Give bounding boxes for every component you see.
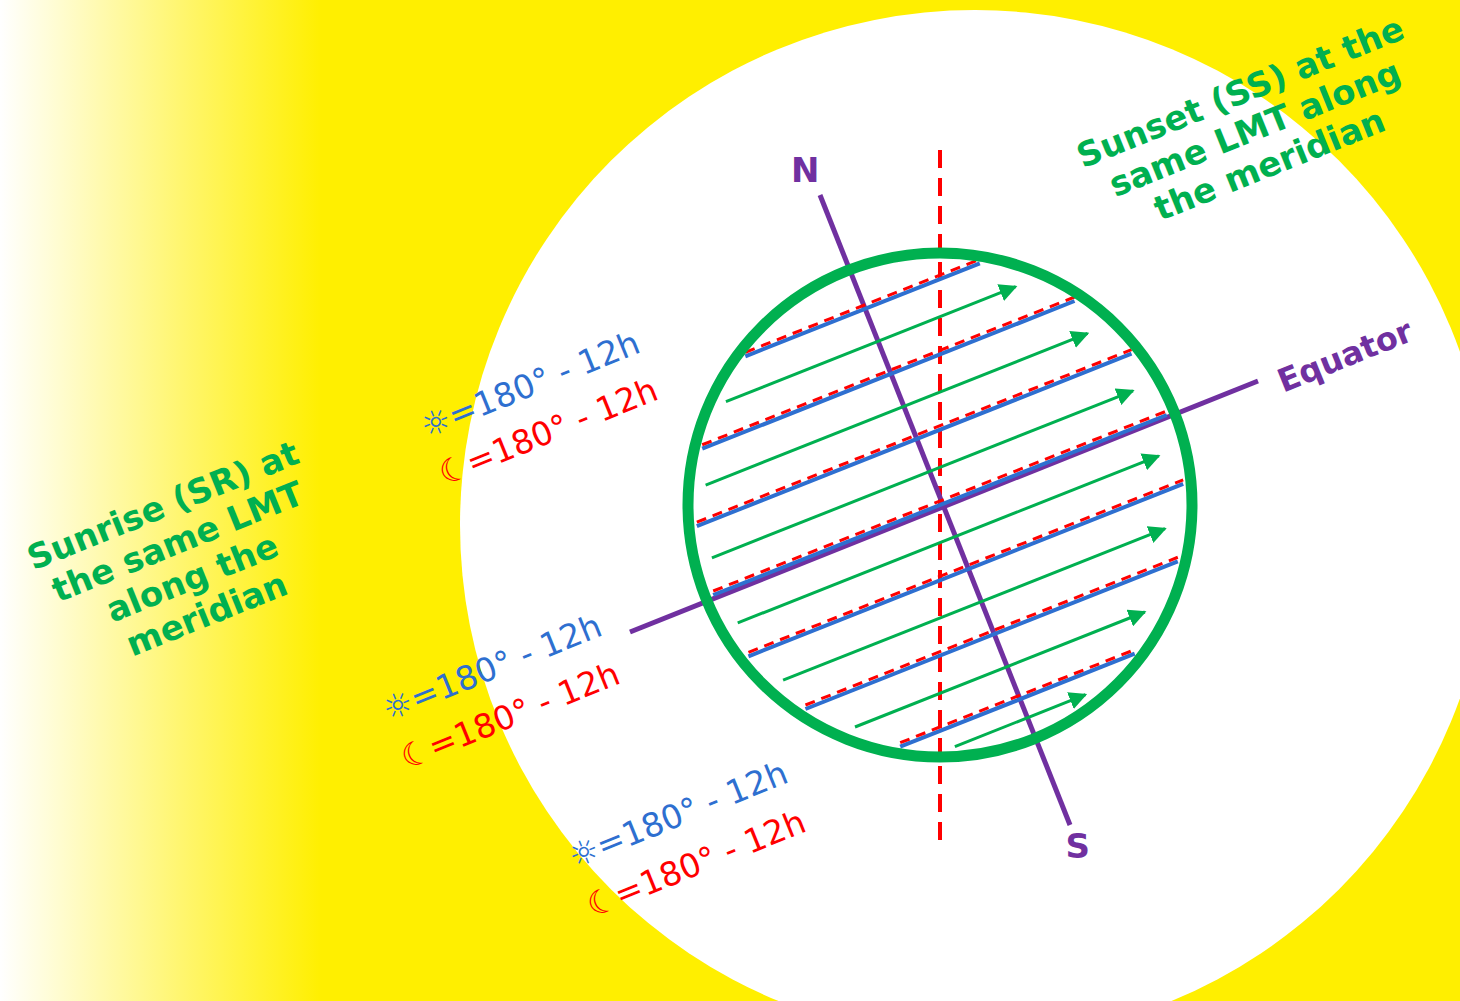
equator-line xyxy=(630,381,1258,632)
parallel-dashed-line xyxy=(713,411,1167,591)
globe-outline xyxy=(688,253,1192,757)
rotation-arrow xyxy=(783,529,1165,681)
rotation-arrow xyxy=(738,456,1159,623)
rotation-arrow xyxy=(726,287,1016,402)
rotation-arrow xyxy=(855,612,1145,727)
parallel-line xyxy=(713,415,1167,595)
north-pole-label: N xyxy=(791,151,819,190)
parallel-line xyxy=(748,484,1183,656)
south-pole-label: S xyxy=(1066,827,1091,866)
parallel-dashed-line xyxy=(748,480,1183,652)
parallel-line xyxy=(697,354,1132,526)
parallel-dashed-line xyxy=(697,350,1132,522)
rotation-arrow xyxy=(712,391,1133,558)
parallel-dashed-line xyxy=(702,297,1074,445)
rotation-arrow xyxy=(706,333,1088,485)
